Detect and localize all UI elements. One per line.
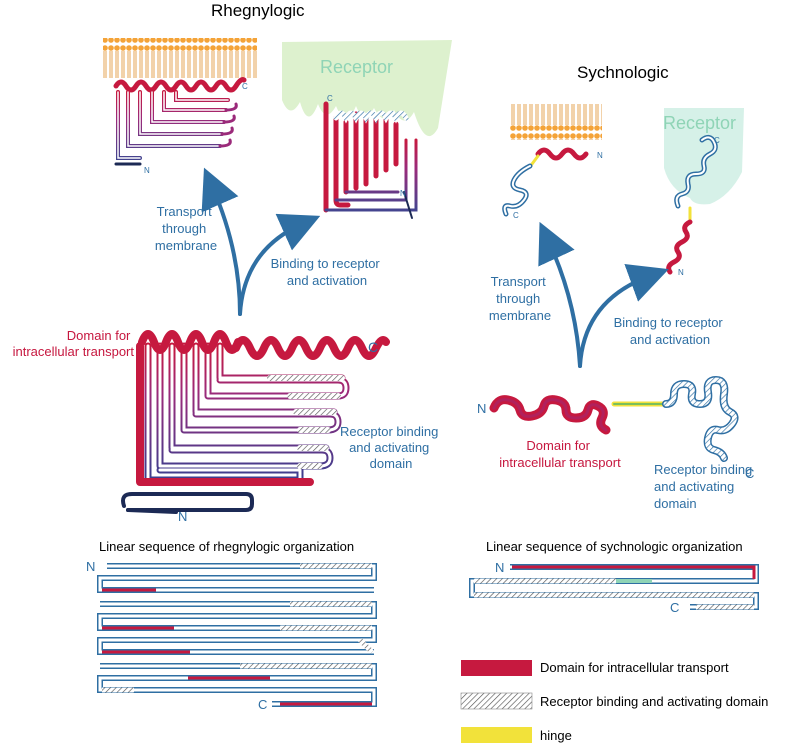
rheg-linear-n-label: N: [86, 559, 95, 574]
rheg-linear-c-label: C: [258, 697, 267, 712]
sych-arrow-transport: [538, 221, 582, 368]
sych-receptor-label: Receptor: [663, 113, 736, 133]
rheg-linear-sequence: [97, 563, 377, 707]
legend: Domain for intracellular transport Recep…: [460, 660, 768, 743]
legend-swatch-hinge: [461, 727, 532, 743]
rheg-arrow-binding: [238, 213, 321, 316]
sych-main-c-label: C: [745, 466, 754, 481]
sych-linear-title: Linear sequence of sychnologic organizat…: [486, 539, 743, 554]
sych-bound-protein: [666, 134, 718, 275]
legend-label-receptor: Receptor binding and activating domain: [540, 694, 768, 709]
rheg-arrow-right-label: Binding to receptor and activation: [271, 256, 384, 288]
sych-arrow-binding: [578, 264, 669, 368]
sych-arrow-left-label: Transport through membrane: [489, 274, 551, 323]
sych-bound-c-label: C: [714, 136, 720, 145]
rheg-bound-protein: [323, 101, 418, 219]
rheg-small-protein-transport: [113, 77, 247, 166]
sych-small-c-label: C: [513, 211, 519, 220]
rheg-arrows: [201, 167, 321, 316]
rheg-small-c-label: C: [242, 82, 248, 91]
rheg-bound-n-label: N: [400, 189, 406, 198]
sych-linear-c-label: C: [670, 600, 679, 615]
legend-swatch-receptor: [460, 692, 533, 710]
sych-main-n-label: N: [477, 401, 486, 416]
sych-main-protein: [489, 376, 739, 462]
rheg-main-n-label: N: [178, 509, 187, 524]
rheg-main-c-label: C: [368, 339, 378, 355]
sych-linear-sequence: [469, 564, 759, 610]
sych-bound-n-label: N: [678, 268, 684, 277]
rheg-main-protein: [121, 330, 390, 514]
sychnologic-title: Sychnologic: [577, 63, 669, 82]
sych-small-protein: [502, 147, 589, 217]
rheg-receptor-label: Receptor: [320, 57, 393, 77]
rhegnylogic-title: Rhegnylogic: [211, 1, 305, 20]
sych-membrane: [510, 104, 602, 140]
rheg-arrow-left-label: Transport through membrane: [155, 204, 217, 253]
legend-label-hinge: hinge: [540, 728, 572, 743]
rheg-membrane: [103, 38, 257, 78]
sych-domain-receptor-label: Receptor binding and activating domain: [654, 462, 756, 511]
legend-swatch-transport: [461, 660, 532, 676]
sych-arrow-right-label: Binding to receptor and activation: [614, 315, 727, 347]
rheg-bound-c-label: C: [327, 94, 333, 103]
rheg-small-n-label: N: [144, 166, 150, 175]
rheg-linear-title: Linear sequence of rhegnylogic organizat…: [99, 539, 354, 554]
sych-small-n-label: N: [597, 151, 603, 160]
legend-label-transport: Domain for intracellular transport: [540, 660, 729, 675]
rheg-domain-receptor-label: Receptor binding and activating domain: [340, 424, 442, 471]
rheg-domain-transport-label: Domain for intracellular transport: [13, 328, 135, 359]
sych-arrows: [538, 221, 669, 368]
sych-domain-transport-label: Domain for intracellular transport: [499, 438, 621, 470]
sych-linear-n-label: N: [495, 560, 504, 575]
